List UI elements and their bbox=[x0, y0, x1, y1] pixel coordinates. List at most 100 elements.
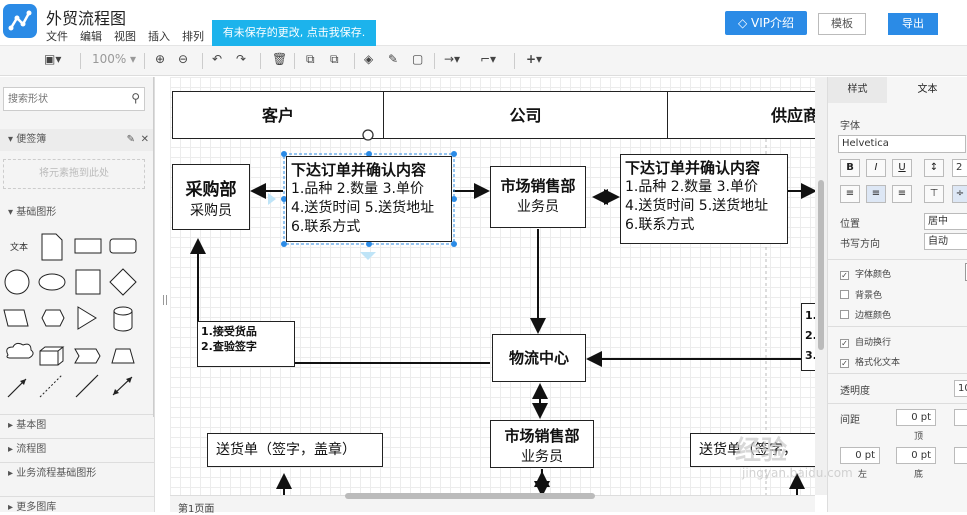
sidebar-scrollbar[interactable] bbox=[153, 77, 154, 417]
italic-button[interactable]: I bbox=[866, 159, 886, 177]
connector-style-icon[interactable]: →▾ bbox=[444, 52, 461, 66]
toolbar-divider bbox=[434, 53, 435, 69]
menu-insert[interactable]: 插入 bbox=[148, 30, 170, 43]
tab-text[interactable]: 文本 bbox=[887, 77, 967, 103]
toolbar-divider bbox=[80, 53, 81, 69]
align-left-icon[interactable]: ≡ bbox=[840, 185, 860, 203]
redo-icon[interactable]: ↷ bbox=[236, 52, 247, 66]
text-shape[interactable]: 文本 bbox=[10, 243, 29, 253]
purchase-dept-node[interactable]: 采购部 采购员 bbox=[172, 164, 250, 230]
direction-select[interactable]: 自动 bbox=[924, 233, 967, 250]
shape-palette[interactable] bbox=[0, 227, 150, 407]
vertical-scroll-thumb[interactable] bbox=[818, 180, 824, 350]
section-flowchart[interactable]: ▸ 流程图 bbox=[0, 438, 154, 460]
shadow-icon[interactable]: ▢ bbox=[412, 52, 424, 66]
font-size-input[interactable]: 2 bbox=[952, 159, 967, 177]
vip-button[interactable]: ◇ VIP介绍 bbox=[725, 11, 807, 35]
underline-button[interactable]: U bbox=[892, 159, 912, 177]
align-middle-icon[interactable]: ÷ bbox=[952, 185, 967, 203]
align-top-icon[interactable]: ⊤ bbox=[924, 185, 944, 203]
formatted-text-checkbox[interactable]: ✓格式化文本 bbox=[840, 358, 901, 368]
diagram-canvas[interactable]: 客户 公司 供应商 bbox=[170, 77, 815, 495]
page-tab[interactable]: 第1页面 bbox=[178, 504, 215, 515]
diamond-shape bbox=[109, 268, 137, 296]
font-family-select[interactable]: Helvetica bbox=[838, 135, 966, 153]
font-color-swatch[interactable] bbox=[965, 263, 967, 281]
menu-view[interactable]: 视图 bbox=[114, 30, 136, 43]
fill-color-icon[interactable]: ◈ bbox=[364, 52, 374, 66]
section-flowchart-label: 流程图 bbox=[16, 444, 47, 455]
position-select[interactable]: 居中 bbox=[924, 213, 967, 230]
search-input[interactable] bbox=[4, 88, 122, 110]
spacing-left-label: 左 bbox=[858, 470, 868, 480]
hint-arrow-down bbox=[360, 252, 376, 260]
unsaved-banner[interactable]: 有未保存的更改, 点击我保存. bbox=[212, 20, 376, 46]
order-left-line: 4.送货时间 5.送货地址 bbox=[291, 200, 435, 216]
lane-supplier[interactable]: 供应商 bbox=[667, 91, 815, 139]
menu-arrange[interactable]: 排列 bbox=[182, 30, 204, 43]
autowrap-checkbox[interactable]: ✓自动换行 bbox=[840, 338, 892, 348]
align-center-icon[interactable]: ≡ bbox=[866, 185, 886, 203]
waypoint-style-icon[interactable]: ⌐▾ bbox=[480, 52, 497, 66]
order-right-line: 4.送货时间 5.送货地址 bbox=[625, 198, 769, 214]
spacing-bottom-input[interactable]: 0 pt bbox=[896, 447, 936, 464]
receive-goods-note[interactable]: 1.接受货品 2.查验签字 bbox=[197, 321, 295, 367]
section-business-flow-label: 业务流程基础图形 bbox=[16, 468, 97, 479]
spacing-right-input[interactable] bbox=[954, 447, 967, 464]
supplier-note[interactable]: 1. 2. 3. bbox=[801, 303, 815, 371]
bg-color-checkbox[interactable]: 背景色 bbox=[840, 288, 882, 301]
tab-style[interactable]: 样式 bbox=[828, 77, 887, 103]
section-more-libraries[interactable]: ▸ 更多图库 bbox=[0, 496, 154, 512]
undo-icon[interactable]: ↶ bbox=[212, 52, 223, 66]
menu-file[interactable]: 文件 bbox=[46, 30, 68, 43]
spacing-global-input[interactable] bbox=[954, 409, 967, 426]
section-basic[interactable]: ▸ 基本图 bbox=[0, 414, 154, 436]
logistics-center-node[interactable]: 物流中心 bbox=[492, 334, 586, 382]
spacing-left-input[interactable]: 0 pt bbox=[840, 447, 880, 464]
zoom-dropdown-icon[interactable]: ▾ bbox=[130, 52, 137, 66]
bold-button[interactable]: B bbox=[840, 159, 860, 177]
basic-shapes-header[interactable]: ▾ 基础图形 bbox=[0, 202, 154, 224]
sales-dept-node-bottom[interactable]: 市场销售部 业务员 bbox=[490, 420, 594, 468]
chevron-down-icon: ▾ bbox=[8, 134, 14, 145]
order-node-right[interactable]: 下达订单并确认内容 1.品种 2.数量 3.单价 4.送货时间 5.送货地址 6… bbox=[620, 154, 788, 244]
panel-toggle-icon[interactable]: ▣▾ bbox=[44, 52, 62, 66]
delivery-note-right[interactable]: 送货单（签字， bbox=[690, 433, 815, 467]
memo-section-header[interactable]: ▾ 便签簿 ✎ ✕ bbox=[0, 129, 154, 151]
font-color-checkbox[interactable]: ✓字体颜色 bbox=[840, 270, 892, 280]
shape-search[interactable]: ⚲ bbox=[3, 87, 145, 111]
delete-icon[interactable]: 🗑 bbox=[272, 52, 288, 66]
order-node-left[interactable]: 下达订单并确认内容 1.品种 2.数量 3.单价 4.送货时间 5.送货地址 6… bbox=[286, 156, 452, 242]
border-color-checkbox[interactable]: 边框颜色 bbox=[840, 308, 891, 321]
opacity-input[interactable]: 10 bbox=[954, 380, 967, 397]
toolbar-divider bbox=[260, 53, 261, 69]
sales-dept-node-top[interactable]: 市场销售部 业务员 bbox=[490, 166, 586, 228]
align-right-icon[interactable]: ≡ bbox=[892, 185, 912, 203]
spacing-top-input[interactable]: 0 pt bbox=[896, 409, 936, 426]
menu-edit[interactable]: 编辑 bbox=[80, 30, 102, 43]
zoom-out-icon[interactable]: ⊖ bbox=[178, 52, 189, 66]
direction-label: 书写方向 bbox=[840, 239, 880, 250]
to-front-icon[interactable]: ⧉ bbox=[306, 52, 315, 66]
selection-handle bbox=[451, 241, 457, 247]
zoom-in-icon[interactable]: ⊕ bbox=[155, 52, 166, 66]
memo-drop-zone[interactable]: 将元素拖到此处 bbox=[3, 159, 145, 189]
formatted-text-label: 格式化文本 bbox=[855, 358, 901, 368]
sidebar-resize-handle[interactable] bbox=[163, 295, 167, 305]
section-business-flow[interactable]: ▸ 业务流程基础图形 bbox=[0, 462, 154, 484]
text-vertical-icon[interactable]: ↕ bbox=[924, 159, 944, 177]
export-button[interactable]: 导出 bbox=[888, 13, 938, 35]
lane-customer[interactable]: 客户 bbox=[172, 91, 384, 139]
lane-company[interactable]: 公司 bbox=[383, 91, 668, 139]
delivery-note-left[interactable]: 送货单（签字，盖章） bbox=[207, 433, 383, 467]
close-icon[interactable]: ✕ bbox=[140, 134, 149, 145]
edit-icon[interactable]: ✎ bbox=[126, 134, 135, 145]
line-color-icon[interactable]: ✎ bbox=[388, 52, 399, 66]
horizontal-scroll-thumb[interactable] bbox=[345, 493, 595, 499]
cylinder-shape bbox=[113, 306, 133, 332]
template-button[interactable]: 模板 bbox=[818, 13, 866, 35]
insert-plus-icon[interactable]: +▾ bbox=[526, 52, 543, 66]
search-icon[interactable]: ⚲ bbox=[131, 91, 140, 105]
zoom-level[interactable]: 100% bbox=[92, 52, 127, 66]
to-back-icon[interactable]: ⧉ bbox=[330, 52, 339, 66]
